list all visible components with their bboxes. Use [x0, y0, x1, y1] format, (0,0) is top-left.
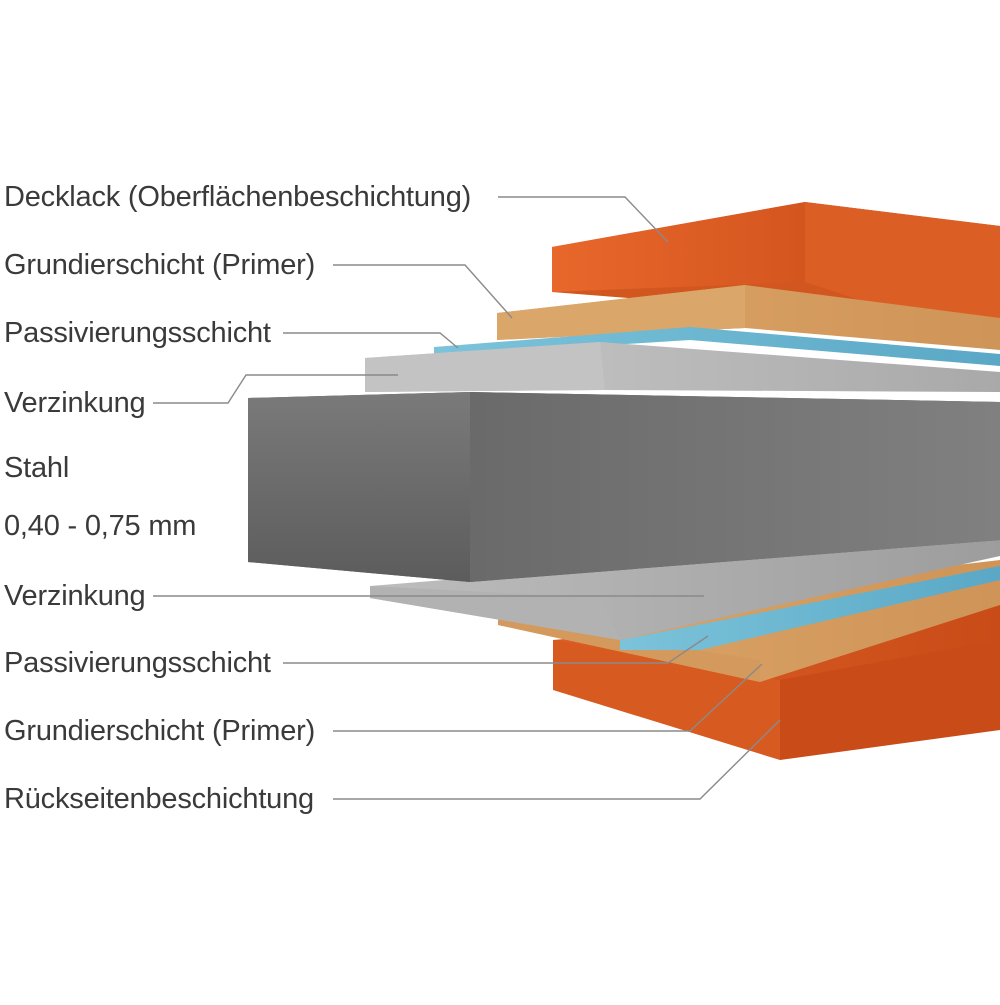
steel-core: [248, 392, 1000, 582]
label-passivation-top: Passivierungsschicht: [4, 317, 271, 349]
leader-passivation-top: [283, 332, 459, 349]
bottom-passivation-layer: [620, 566, 1000, 650]
leader-primer-bottom: [333, 663, 763, 732]
label-primer-top: Grundierschicht (Primer): [4, 249, 316, 281]
bottom-galvanizing-layer: [370, 535, 1000, 640]
leader-passivation-bottom: [283, 635, 709, 664]
leader-top-coat: [498, 196, 669, 243]
label-primer-bottom: Grundierschicht (Primer): [4, 715, 316, 747]
label-back-coat: Rückseitenbeschichtung: [4, 783, 314, 815]
label-top-coat: Decklack (Oberflächenbeschichtung): [4, 181, 472, 213]
label-galvanizing-top: Verzinkung: [4, 387, 146, 419]
label-thickness: 0,40 - 0,75 mm: [4, 510, 197, 542]
top-passivation-layer: [434, 327, 1000, 366]
label-passivation-bottom: Passivierungsschicht: [4, 647, 271, 679]
leader-primer-top: [333, 264, 513, 319]
label-galvanizing-bottom: Verzinkung: [4, 580, 146, 612]
leader-galvanizing-top: [153, 374, 398, 404]
top-galvanizing-layer: [365, 342, 1000, 392]
leader-lines: [153, 196, 781, 800]
leader-back-coat: [333, 719, 781, 800]
label-steel: Stahl: [4, 452, 70, 484]
